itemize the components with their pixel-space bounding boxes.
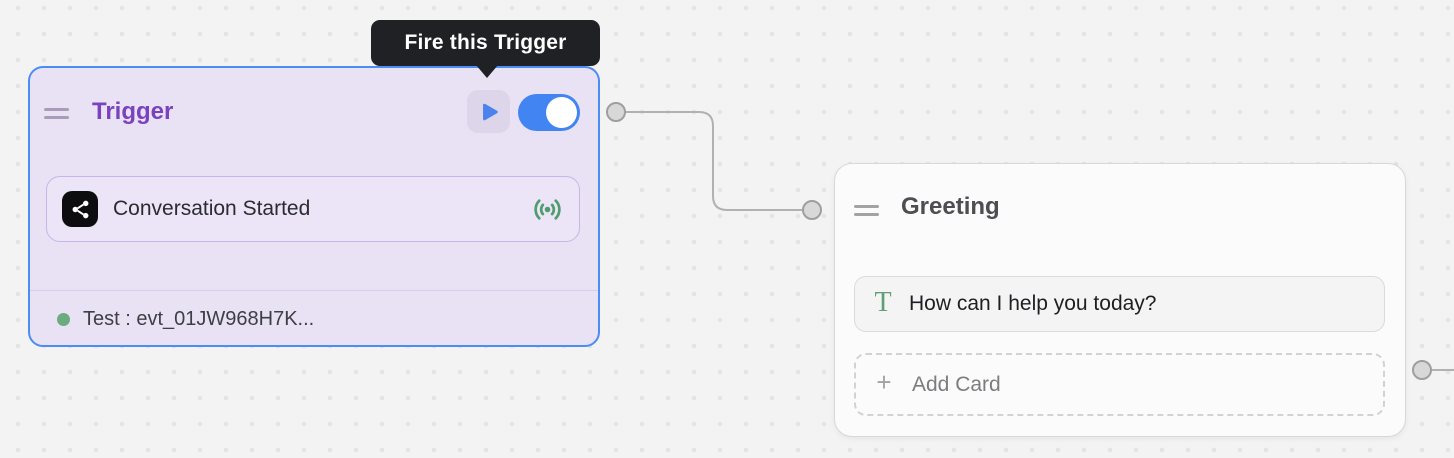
conversation-started-card[interactable]: Conversation Started xyxy=(46,176,580,242)
share-icon xyxy=(62,191,98,227)
trigger-node-title: Trigger xyxy=(92,98,174,125)
drag-handle-icon[interactable] xyxy=(44,108,69,119)
plus-icon: + xyxy=(876,367,892,397)
greeting-output-port[interactable] xyxy=(1412,360,1432,380)
trigger-output-port[interactable] xyxy=(606,102,626,122)
trigger-enabled-toggle[interactable] xyxy=(518,94,580,131)
test-event-text: Test : evt_01JW968H7K... xyxy=(83,307,315,330)
drag-handle-icon[interactable] xyxy=(854,205,879,216)
add-card-label: Add Card xyxy=(912,372,1001,396)
status-dot-icon xyxy=(57,312,70,326)
text-card[interactable]: T How can I help you today? xyxy=(854,276,1385,332)
conversation-started-label: Conversation Started xyxy=(113,197,311,220)
trigger-node[interactable]: Trigger Conversation Started xyxy=(28,66,600,347)
toggle-knob xyxy=(546,97,577,128)
connection-line[interactable] xyxy=(626,111,802,211)
tooltip: Fire this Trigger xyxy=(371,20,600,78)
greeting-node[interactable]: Greeting T How can I help you today? + A… xyxy=(834,163,1406,437)
greeting-node-title: Greeting xyxy=(901,193,1000,220)
divider xyxy=(30,290,598,291)
text-icon: T xyxy=(874,287,892,318)
fire-trigger-button[interactable] xyxy=(467,90,510,133)
trigger-test-event[interactable]: Test : evt_01JW968H7K... xyxy=(30,291,598,347)
greeting-input-port[interactable] xyxy=(802,200,822,220)
add-card-button[interactable]: + Add Card xyxy=(854,353,1385,416)
play-icon xyxy=(482,103,498,120)
tooltip-text: Fire this Trigger xyxy=(404,31,567,54)
text-card-content: How can I help you today? xyxy=(909,292,1157,315)
broadcast-icon xyxy=(534,198,561,220)
